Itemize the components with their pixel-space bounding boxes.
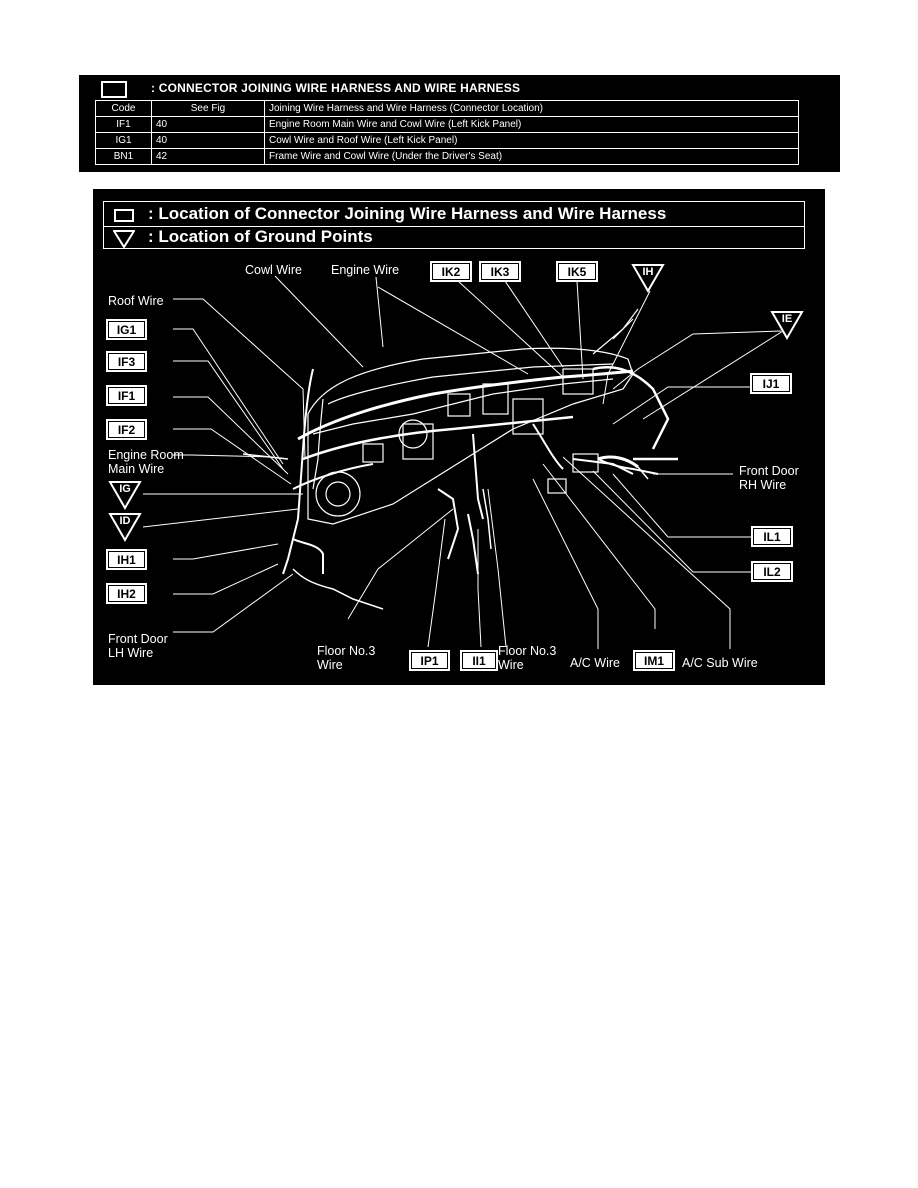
ground-triangle-icon [108, 481, 142, 511]
wire-label-line: Front Door [739, 464, 799, 478]
cell-fig: 40 [151, 132, 265, 149]
connector-ik5: IK5 [556, 261, 598, 282]
ground-id: ID [108, 512, 142, 543]
cell-code: IF1 [95, 116, 152, 133]
column-header-description: Joining Wire Harness and Wire Harness (C… [264, 100, 799, 117]
connector-if2: IF2 [106, 419, 147, 440]
wire-label-line: Floor No.3 [498, 644, 557, 658]
wire-label-line: Engine Room [108, 448, 184, 462]
table-header-row: Code See Fig Joining Wire Harness and Wi… [95, 100, 799, 117]
wire-label-roof: Roof Wire [108, 294, 164, 308]
cell-desc: Cowl Wire and Roof Wire (Left Kick Panel… [264, 132, 799, 149]
wire-label-cowl: Cowl Wire [245, 263, 302, 277]
connector-il1: IL1 [751, 526, 793, 547]
connector-ih1: IH1 [106, 549, 147, 570]
column-header-code: Code [95, 100, 152, 117]
table-row: BN1 42 Frame Wire and Cowl Wire (Under t… [95, 148, 799, 165]
wire-label-line: Front Door [108, 632, 168, 646]
connector-if3: IF3 [106, 351, 147, 372]
connector-ih2: IH2 [106, 583, 147, 604]
connector-ii1: II1 [460, 650, 498, 671]
connector-square-icon [101, 81, 127, 98]
ground-ie: IE [770, 310, 804, 341]
wiring-diagram-panel: : Location of Connector Joining Wire Har… [93, 189, 825, 685]
cell-fig: 40 [151, 116, 265, 133]
connector-table-panel: : CONNECTOR JOINING WIRE HARNESS AND WIR… [79, 75, 840, 172]
wire-label-front-door-rh: Front Door RH Wire [739, 464, 799, 492]
cell-desc: Engine Room Main Wire and Cowl Wire (Lef… [264, 116, 799, 133]
connector-ig1: IG1 [106, 319, 147, 340]
cell-code: BN1 [95, 148, 152, 165]
wire-label-line: Wire [498, 658, 524, 672]
wire-label-ac-sub: A/C Sub Wire [682, 656, 758, 670]
wire-label-floor-no3-right: Floor No.3 Wire [498, 644, 556, 672]
legend-ground-label: : Location of Ground Points [148, 227, 373, 246]
ground-ig-label: IG [119, 483, 131, 495]
connector-ij1: IJ1 [750, 373, 792, 394]
legend-ground: : Location of Ground Points [103, 227, 805, 249]
legend-connector-label: : Location of Connector Joining Wire Har… [148, 204, 667, 223]
ground-ig: IG [108, 480, 142, 511]
wire-label-front-door-lh: Front Door LH Wire [108, 632, 168, 660]
ground-triangle-icon [770, 311, 804, 341]
connector-square-icon [114, 209, 134, 222]
legend-connector: : Location of Connector Joining Wire Har… [103, 201, 805, 227]
wire-label-engine: Engine Wire [331, 263, 400, 277]
ground-ih: IH [631, 263, 665, 294]
wire-label-line: RH Wire [739, 478, 787, 492]
ground-ie-label: IE [781, 313, 793, 325]
wire-label-engine-room: Engine Room Main Wire [108, 448, 184, 476]
connector-ik2: IK2 [430, 261, 472, 282]
wire-label-line: Wire [317, 658, 343, 672]
connector-im1: IM1 [633, 650, 675, 671]
ground-id-label: ID [119, 515, 131, 527]
wire-label-floor-no3-left: Floor No.3 Wire [317, 644, 375, 672]
table-title: : CONNECTOR JOINING WIRE HARNESS AND WIR… [151, 81, 521, 95]
dashboard-harness-drawing [142, 275, 784, 649]
table-row: IF1 40 Engine Room Main Wire and Cowl Wi… [95, 116, 799, 133]
ground-triangle-icon [631, 264, 665, 294]
column-header-see-fig: See Fig [151, 100, 265, 117]
wire-label-line: LH Wire [108, 646, 154, 660]
connector-table: Code See Fig Joining Wire Harness and Wi… [95, 100, 799, 165]
ground-triangle-icon [108, 513, 142, 543]
ground-triangle-icon [113, 230, 135, 248]
wire-label-ac: A/C Wire [570, 656, 620, 670]
connector-if1: IF1 [106, 385, 147, 406]
wire-label-line: Main Wire [108, 462, 165, 476]
table-row: IG1 40 Cowl Wire and Roof Wire (Left Kic… [95, 132, 799, 149]
cell-fig: 42 [151, 148, 265, 165]
connector-ik3: IK3 [479, 261, 521, 282]
connector-il2: IL2 [751, 561, 793, 582]
wire-label-line: Floor No.3 [317, 644, 376, 658]
connector-ip1: IP1 [409, 650, 450, 671]
cell-desc: Frame Wire and Cowl Wire (Under the Driv… [264, 148, 799, 165]
ground-ih-label: IH [642, 266, 654, 278]
cell-code: IG1 [95, 132, 152, 149]
